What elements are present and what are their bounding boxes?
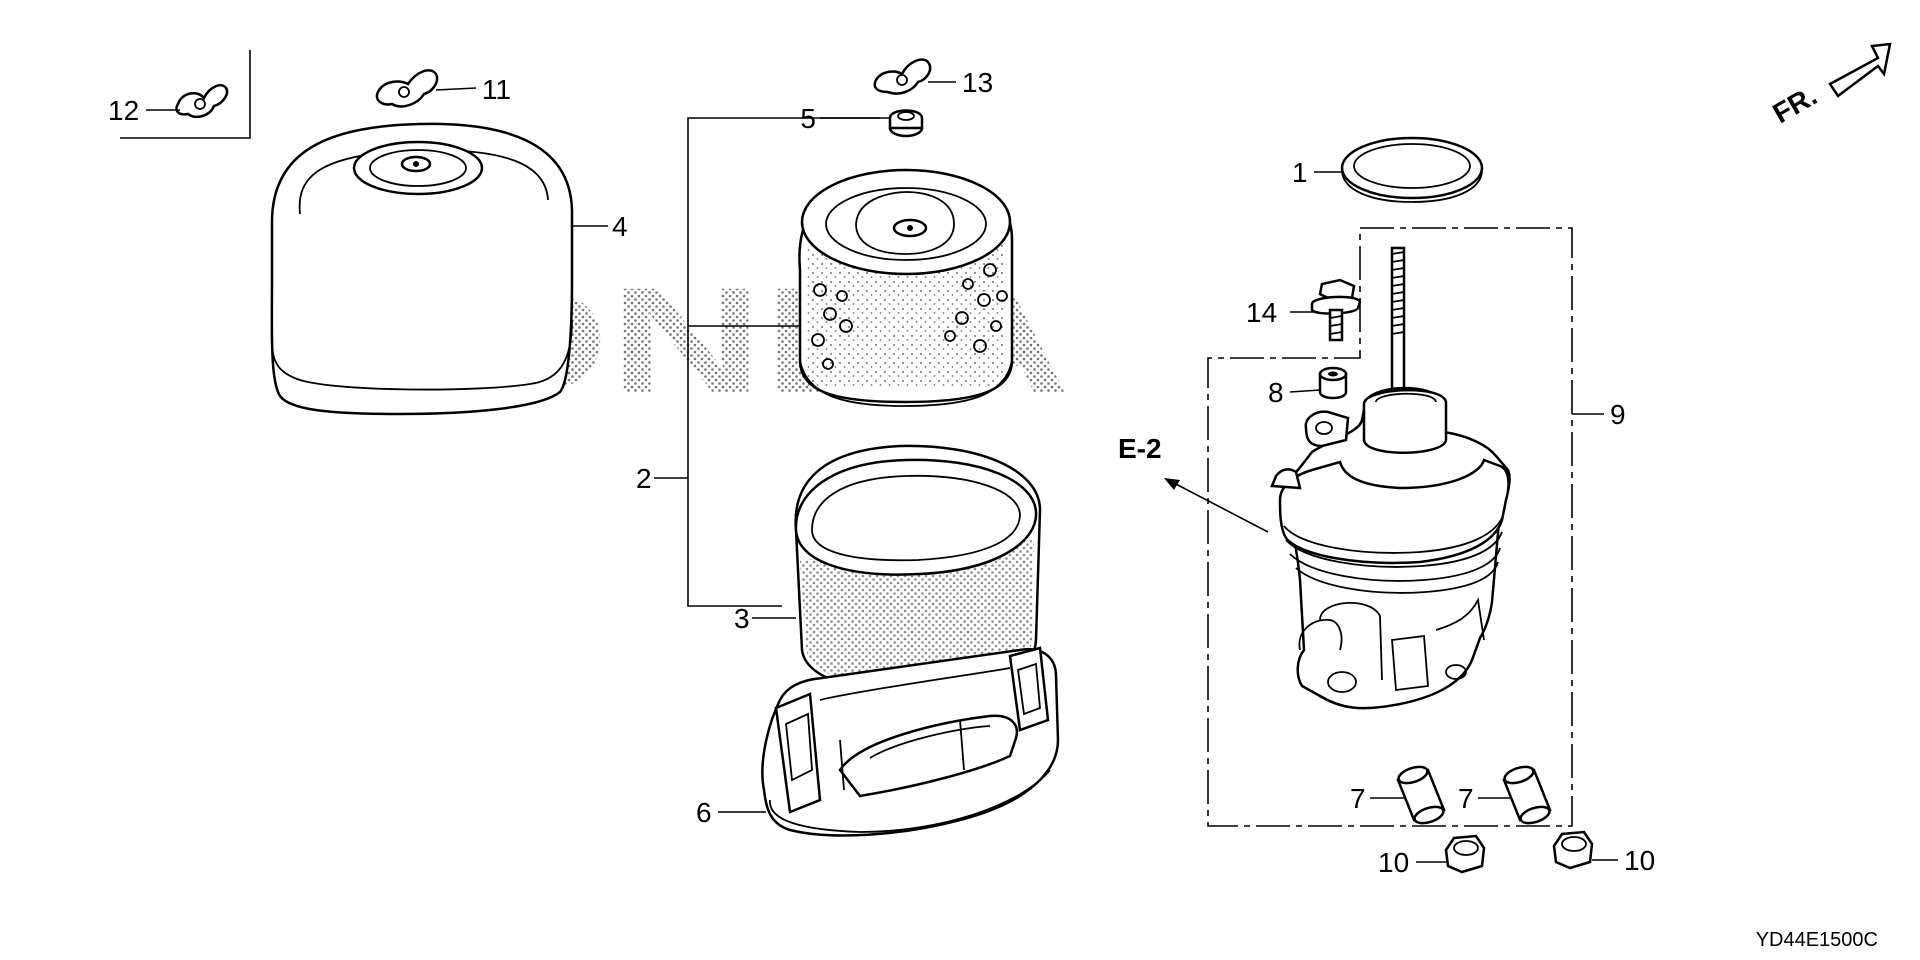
- bolt-14-icon: [1310, 278, 1362, 342]
- assembly-boundary-9: [1207, 227, 1573, 827]
- kit-bracket-2: [687, 117, 880, 607]
- callout-4: 4: [612, 211, 628, 242]
- pin-7a-icon: [1396, 765, 1446, 825]
- nut-10b-icon: [1552, 830, 1594, 870]
- grommet-5-icon: [888, 109, 924, 138]
- air-cleaner-cover-4: [270, 122, 574, 416]
- wing-nut-13-icon: [873, 58, 932, 95]
- leader-lines: [146, 81, 1618, 863]
- callout-10a: 10: [1378, 847, 1409, 878]
- section-ref-arrow-icon: [1164, 478, 1269, 533]
- callout-7a: 7: [1350, 783, 1366, 814]
- elbow-assembly-9: [1270, 246, 1511, 710]
- foam-element-3: [794, 444, 1042, 696]
- callout-12: 12: [108, 95, 139, 126]
- callout-10b: 10: [1624, 845, 1655, 876]
- collar-8-icon: [1318, 366, 1348, 400]
- gasket-ring-1-icon: [1340, 136, 1484, 203]
- pin-7b-icon: [1502, 765, 1552, 825]
- front-arrow-icon: FR.: [1768, 42, 1892, 129]
- callout-9: 9: [1610, 399, 1626, 430]
- air-filter-element: [798, 168, 1014, 407]
- callout-6: 6: [696, 797, 712, 828]
- callout-1: 1: [1292, 157, 1308, 188]
- nut-10a-icon: [1444, 834, 1486, 874]
- wing-nut-12-icon: [120, 50, 251, 139]
- wing-nut-11-icon: [375, 69, 439, 108]
- callout-13: 13: [962, 67, 993, 98]
- air-cleaner-case-6: [761, 646, 1060, 837]
- front-indicator-label: FR.: [1768, 80, 1823, 129]
- callout-5: 5: [800, 103, 816, 134]
- callout-11: 11: [482, 74, 511, 105]
- drawing-code: YD44E1500C: [1756, 929, 1878, 951]
- callout-8: 8: [1268, 377, 1284, 408]
- callouts: 12 11 13 5 4 2 3 6 1 14 8 9 E-2 7 7 10 1…: [108, 67, 1655, 878]
- callout-2: 2: [636, 463, 652, 494]
- callout-3: 3: [734, 603, 750, 634]
- section-ref-label: E-2: [1118, 433, 1162, 464]
- callout-7b: 7: [1458, 783, 1474, 814]
- callout-14: 14: [1246, 297, 1277, 328]
